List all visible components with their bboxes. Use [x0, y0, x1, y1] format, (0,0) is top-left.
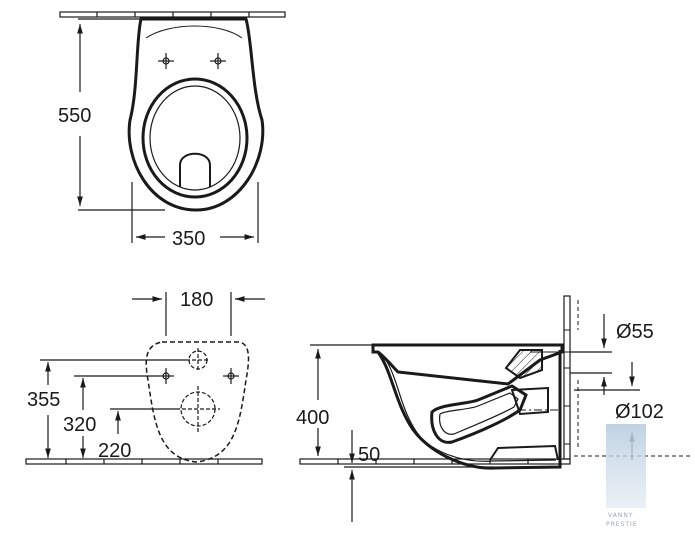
- drain-slot: [179, 152, 211, 187]
- watermark: VANNY PRESTIE: [606, 424, 646, 528]
- base-foot: [489, 444, 559, 461]
- floor-back: [25, 458, 263, 465]
- dim-550-label: 550: [58, 105, 91, 127]
- bowl-opening-outer: [141, 77, 249, 199]
- dim-180: [132, 292, 265, 336]
- dim-350: [131, 182, 259, 243]
- dim-355: [40, 359, 186, 458]
- dim-220: [110, 408, 176, 434]
- back-outline-dashed: [145, 341, 250, 463]
- outlet-pipe: [510, 386, 549, 416]
- back-hole-left: [158, 368, 174, 384]
- dim-inlet: [570, 314, 612, 395]
- floor-side: [299, 458, 571, 465]
- dim-50: [344, 430, 494, 522]
- dim-180-label: 180: [180, 289, 213, 311]
- dim-320: [74, 375, 158, 458]
- dim-400: [310, 344, 372, 456]
- dim-350-label: 350: [172, 228, 205, 250]
- inlet-pipe: [504, 349, 543, 380]
- watermark-line2: PRESTIE: [606, 521, 638, 528]
- dim-inlet-label: Ø55: [616, 321, 654, 343]
- dim-400-label: 400: [296, 407, 329, 429]
- bowl-outline-top: [127, 17, 265, 212]
- bowl-body-side: [376, 350, 562, 470]
- watermark-line1: VANNY: [608, 512, 633, 519]
- dim-550: [77, 18, 165, 211]
- dim-50-label: 50: [358, 444, 380, 466]
- dim-355-label: 355: [27, 389, 60, 411]
- bowl-inner-side: [385, 359, 557, 462]
- back-hole-right: [223, 368, 239, 384]
- top-view: 550 350: [58, 11, 286, 250]
- dim-outlet-label: Ø102: [615, 401, 664, 423]
- bowl-opening-inner: [149, 85, 241, 191]
- mounting-hole-left: [158, 53, 174, 69]
- trap-inner: [439, 392, 519, 435]
- trap-outer: [430, 384, 528, 444]
- back-view: 180 355 320 220: [25, 289, 265, 465]
- wall-top: [59, 11, 286, 18]
- side-view: 400 50 Ø55 Ø102: [296, 295, 690, 522]
- dim-220-label: 220: [98, 440, 131, 462]
- mounting-hole-right: [210, 53, 226, 69]
- dim-320-label: 320: [63, 414, 96, 436]
- back-hole-top: [186, 348, 210, 372]
- back-hole-outlet: [176, 386, 220, 432]
